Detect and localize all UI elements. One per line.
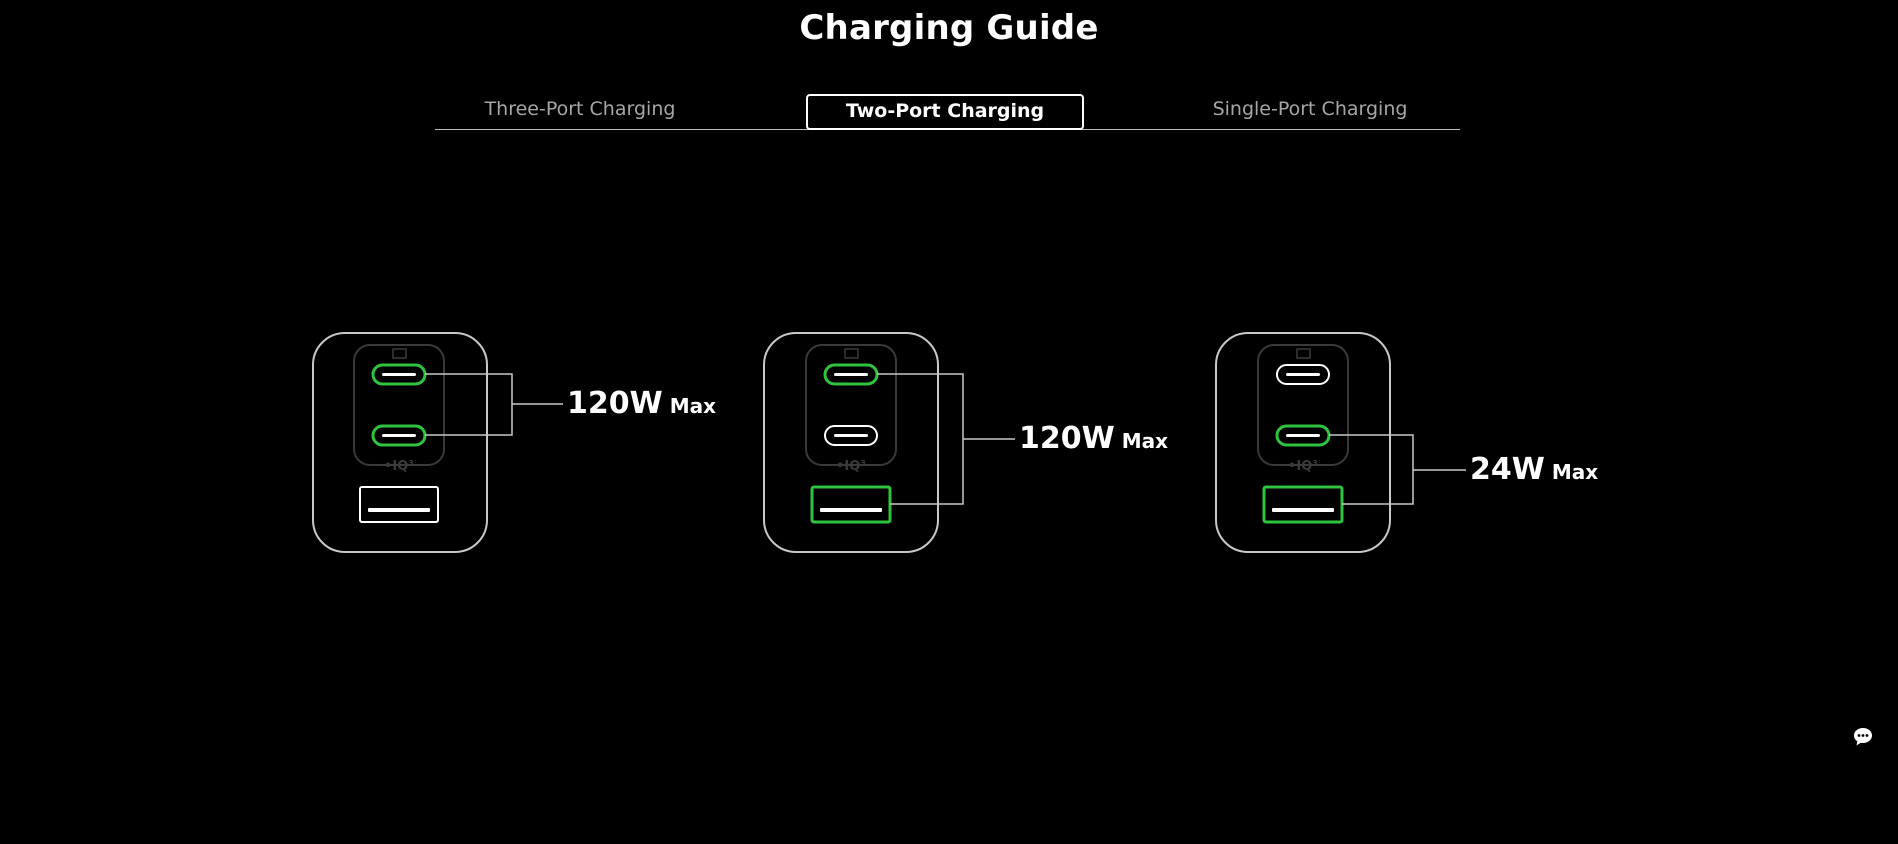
charging-mode-tabs: Three-Port Charging Single-Port Charging… [435, 92, 1460, 132]
usb-a-port [1262, 485, 1344, 524]
output-value: 120W [1019, 421, 1115, 456]
usb-c-port-1 [1276, 364, 1330, 385]
output-suffix: Max [1121, 429, 1169, 453]
usb-a-port [810, 485, 892, 524]
charger-body [312, 332, 488, 553]
charger-body [763, 332, 939, 553]
charger-1: •IQ³ [312, 332, 563, 553]
charger-3: •IQ³ [1215, 332, 1466, 553]
charger-body [1215, 332, 1391, 553]
chat-bubble-icon [1854, 728, 1872, 746]
bracket-line [425, 373, 513, 436]
iq-logo: •IQ³ [1288, 459, 1318, 474]
iq-logo: •IQ³ [384, 459, 414, 474]
tab-two-port-charging[interactable]: Two-Port Charging [806, 94, 1084, 130]
usb-c-port-2 [824, 425, 878, 446]
usb-c-panel [1257, 344, 1349, 466]
usb-a-port [359, 486, 439, 523]
usb-c-panel [353, 344, 445, 466]
page-title: Charging Guide [799, 8, 1099, 48]
output-suffix: Max [669, 394, 717, 418]
usb-c-panel [805, 344, 897, 466]
output-value: 24W [1470, 452, 1545, 487]
iq-logo: •IQ³ [836, 459, 866, 474]
output-suffix: Max [1551, 460, 1599, 484]
bracket-line [877, 373, 964, 505]
tab-three-port-charging[interactable]: Three-Port Charging [484, 98, 676, 120]
indicator-light [1296, 348, 1311, 359]
indicator-light [392, 348, 407, 359]
tab-single-port-charging[interactable]: Single-Port Charging [1212, 98, 1408, 120]
chat-button[interactable] [1852, 726, 1874, 748]
charger-2: •IQ³ [763, 332, 1015, 553]
output-value: 120W [567, 386, 663, 421]
indicator-light [844, 348, 859, 359]
